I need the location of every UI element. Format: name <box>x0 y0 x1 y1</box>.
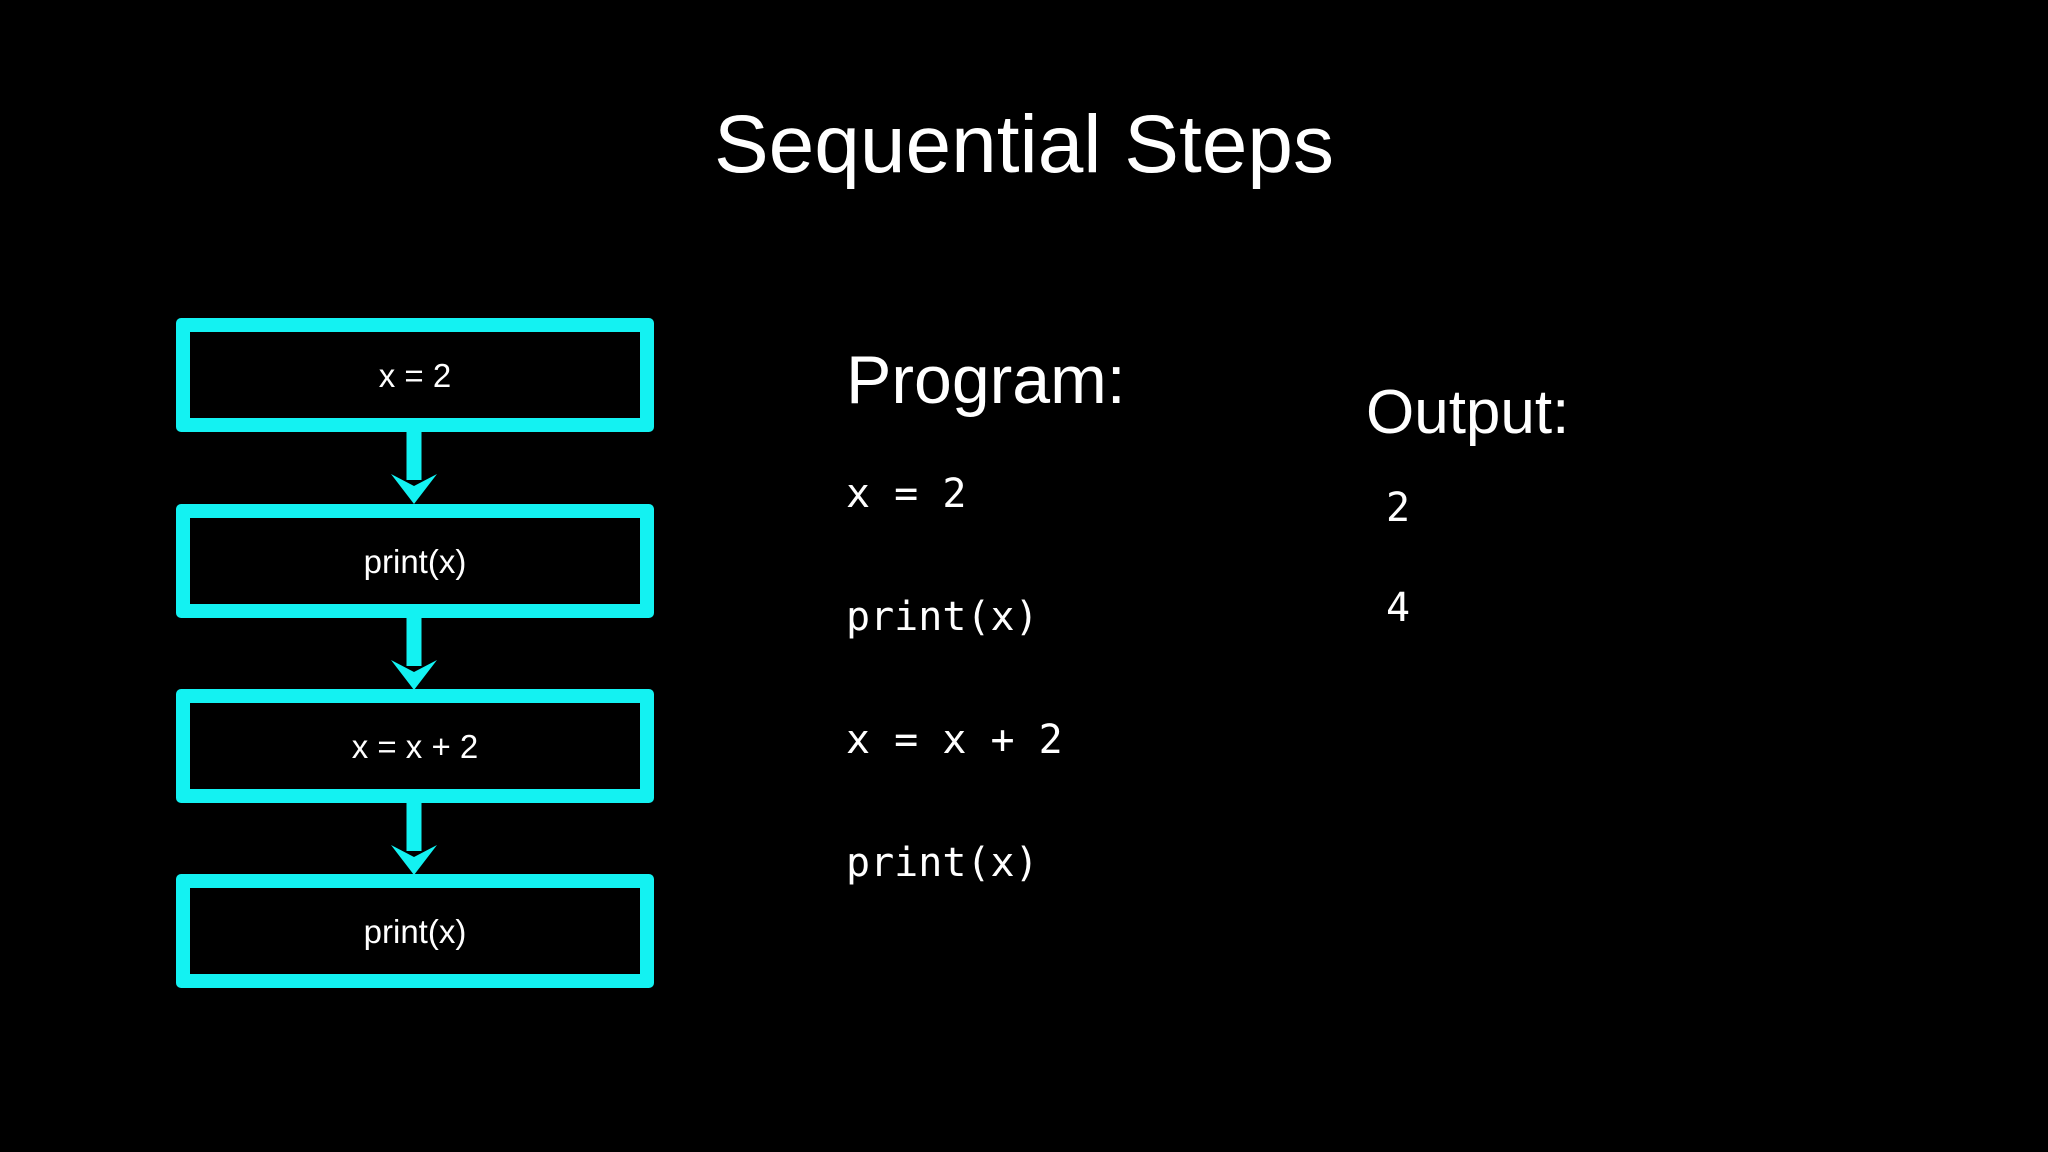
flow-box-step-2: print(x) <box>176 504 654 618</box>
flow-arrow-down-icon <box>384 801 444 877</box>
output-line: 4 <box>1386 585 1411 631</box>
output-heading: Output: <box>1366 378 1570 447</box>
flowchart-diagram: x = 2 print(x) x = x + 2 <box>0 0 700 1100</box>
output-column: Output: 2 4 <box>1366 382 1726 688</box>
code-line: print(x) <box>846 840 1039 886</box>
flow-box-label: x = 2 <box>378 356 452 394</box>
program-code-block: x = 2 print(x) x = x + 2 print(x) <box>846 474 1266 883</box>
flow-box-label: print(x) <box>363 542 467 580</box>
flow-box-label: print(x) <box>363 912 467 950</box>
page-title: Sequential Steps <box>713 99 1334 190</box>
flow-box-step-4: print(x) <box>176 874 654 988</box>
program-column: Program: x = 2 print(x) x = x + 2 print(… <box>846 346 1266 966</box>
flow-box-step-3: x = x + 2 <box>176 689 654 803</box>
flow-box-label: x = x + 2 <box>351 727 479 765</box>
output-values-block: 2 4 <box>1366 488 1726 628</box>
flow-box-step-1: x = 2 <box>176 318 654 432</box>
code-line: x = 2 <box>846 471 967 517</box>
code-line: print(x) <box>846 594 1039 640</box>
output-line: 2 <box>1386 485 1411 531</box>
code-line: x = x + 2 <box>846 717 1063 763</box>
program-heading: Program: <box>846 342 1126 418</box>
flow-arrow-down-icon <box>384 430 444 506</box>
flow-arrow-down-icon <box>384 616 444 692</box>
